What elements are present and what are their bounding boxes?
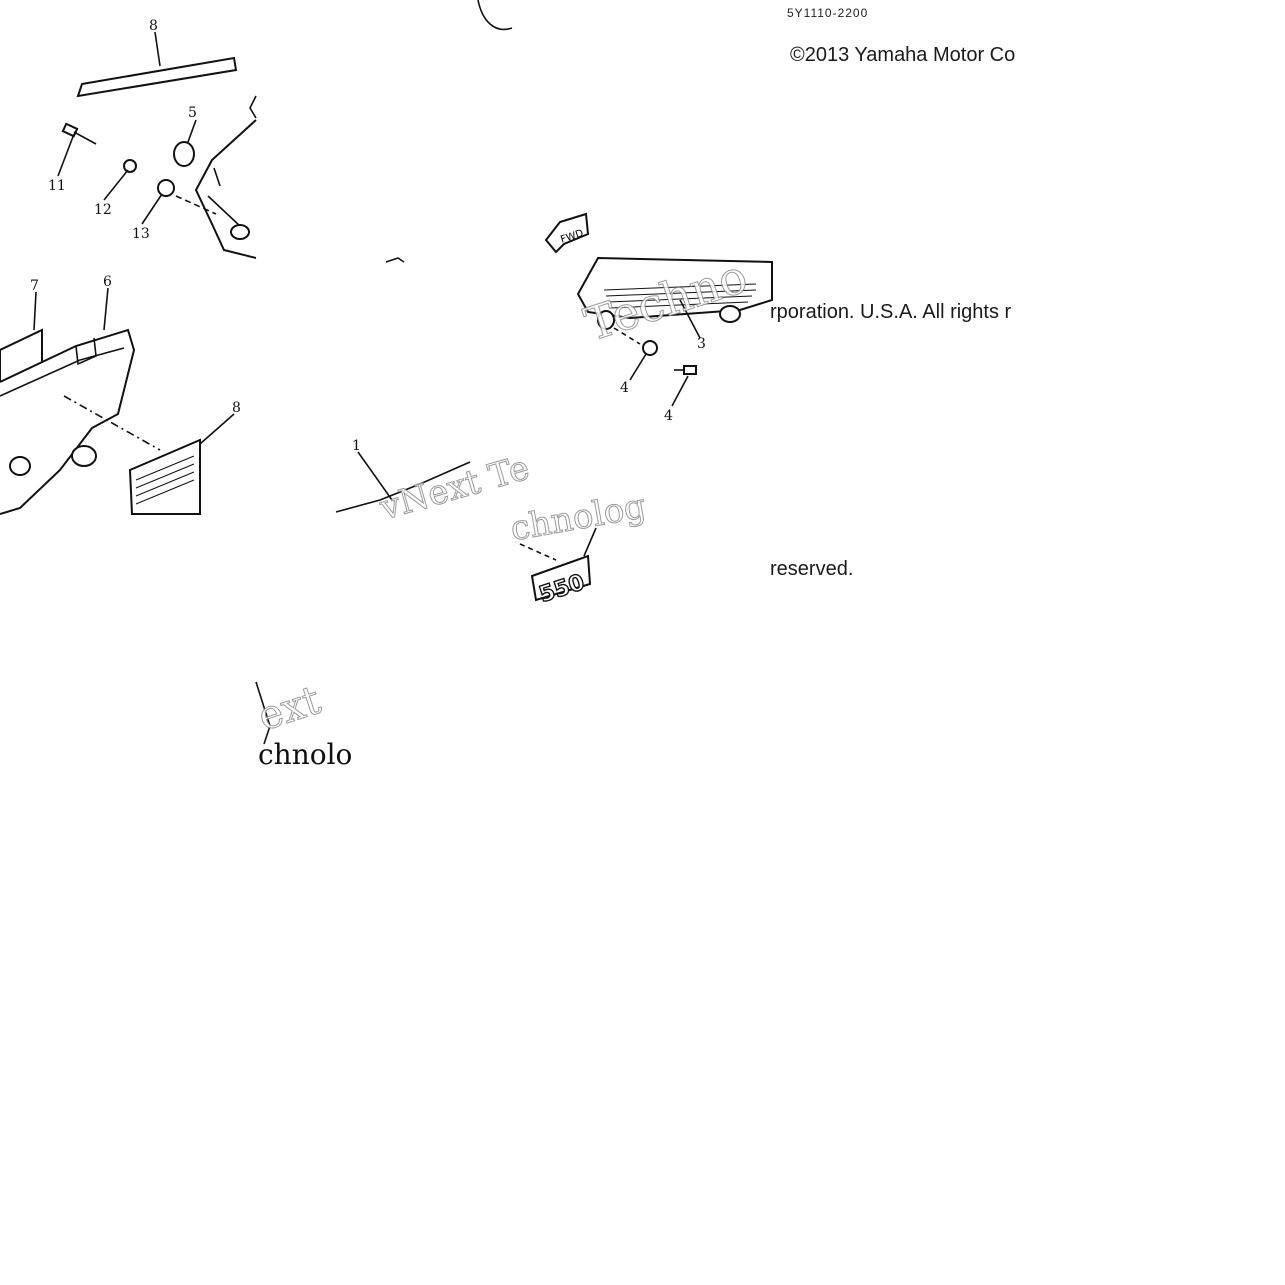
cover-edge-fragment — [477, 0, 513, 31]
watermark-5: chnolog — [507, 486, 648, 549]
watermark-4: chnolo — [258, 738, 352, 771]
side-cover-upper-fragment — [194, 119, 257, 259]
fwd-arrow: FWD — [544, 212, 590, 254]
copyright-line-2: rporation. U.S.A. All rights r — [770, 301, 1012, 323]
watermark-3: ext — [253, 677, 326, 740]
callout-11: 11 — [48, 178, 66, 194]
nut-12 — [123, 159, 137, 173]
side-cover-6 — [0, 328, 136, 515]
callout-1: 1 — [352, 438, 361, 454]
callout-13: 13 — [132, 226, 150, 242]
callout-8: 8 — [149, 18, 158, 34]
copyright-line-1: ©2013 Yamaha Motor Co — [790, 44, 1016, 66]
part-code: 5Y1110-2200 — [787, 6, 869, 20]
bolt-11 — [57, 122, 97, 177]
callout-6: 6 — [103, 274, 112, 290]
callout-4: 4 — [664, 408, 673, 424]
callout-10: 5 — [188, 105, 197, 121]
side-cover-3 — [576, 256, 773, 339]
callout-9: 8 — [232, 400, 241, 416]
callout-3: 3 — [697, 336, 706, 352]
callout-7: 7 — [30, 278, 39, 294]
callout-12: 12 — [94, 202, 112, 218]
grommet-10 — [173, 119, 197, 167]
washer-13 — [157, 179, 175, 197]
copyright-line-3: reserved. — [770, 558, 854, 580]
callout-5: 4 — [620, 380, 629, 396]
plate-9 — [128, 413, 235, 515]
screw-4 — [671, 365, 697, 407]
washer-5 — [642, 340, 658, 356]
strip-8 — [76, 56, 238, 98]
